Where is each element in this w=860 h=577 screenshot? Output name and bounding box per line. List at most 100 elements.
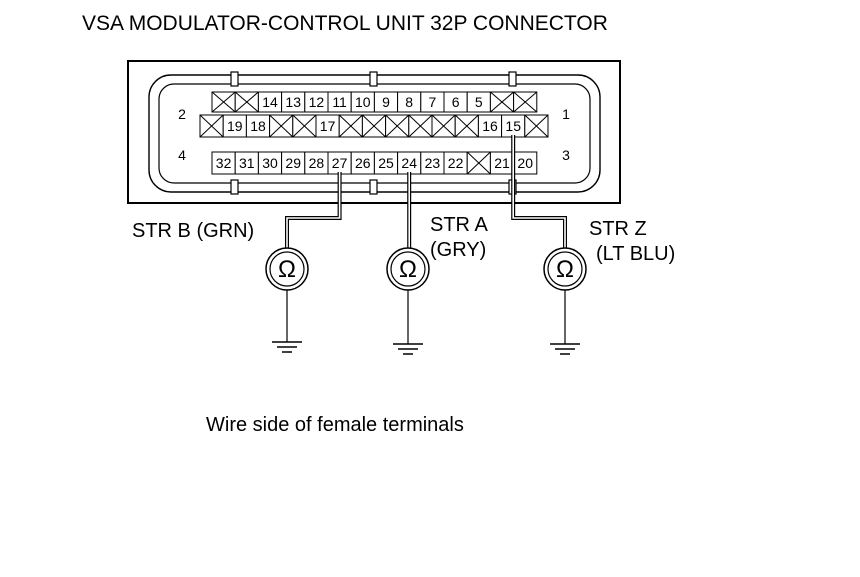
terminal-cavity: 19 bbox=[222, 114, 247, 138]
lock-tab-bottom-center bbox=[369, 179, 378, 195]
empty-cavity-x-icon bbox=[234, 91, 259, 113]
terminal-number: 27 bbox=[332, 155, 348, 171]
side-label-bottom-right: 3 bbox=[562, 147, 570, 163]
empty-cavity bbox=[211, 91, 236, 113]
terminal-cavity: 16 bbox=[477, 114, 503, 138]
lock-tab-top-right bbox=[508, 71, 517, 87]
ohmmeter-icon: Ω bbox=[265, 247, 309, 291]
probe-label-str-a-color: (GRY) bbox=[430, 239, 486, 261]
terminal-number: 10 bbox=[355, 94, 371, 110]
empty-cavity-x-icon bbox=[490, 91, 514, 113]
empty-cavity-x-icon bbox=[269, 114, 294, 138]
empty-cavity bbox=[199, 114, 224, 138]
side-label-top-left: 2 bbox=[178, 106, 186, 122]
empty-cavity-x-icon bbox=[524, 114, 549, 138]
terminal-number: 19 bbox=[227, 118, 243, 134]
ground-icon bbox=[393, 343, 423, 355]
empty-cavity bbox=[431, 114, 456, 138]
caption: Wire side of female terminals bbox=[206, 414, 464, 436]
terminal-cavity: 23 bbox=[420, 151, 445, 175]
terminal-cavity: 13 bbox=[281, 91, 306, 113]
terminal-number: 31 bbox=[239, 155, 255, 171]
empty-cavity-x-icon bbox=[513, 91, 538, 113]
terminal-cavity: 11 bbox=[327, 91, 352, 113]
terminal-cavity: 25 bbox=[373, 151, 399, 175]
ohmmeter-icon: Ω bbox=[543, 247, 587, 291]
probe-label-str-b: STR B (GRN) bbox=[132, 220, 254, 242]
terminal-number: 5 bbox=[475, 94, 483, 110]
terminal-number: 30 bbox=[262, 155, 278, 171]
terminal-cavity: 9 bbox=[373, 91, 399, 113]
terminal-cavity: 15 bbox=[501, 114, 526, 138]
empty-cavity bbox=[513, 91, 538, 113]
terminal-cavity: 6 bbox=[443, 91, 468, 113]
terminal-number: 9 bbox=[382, 94, 390, 110]
terminal-cavity: 22 bbox=[443, 151, 468, 175]
empty-cavity bbox=[269, 114, 294, 138]
diagram-title: VSA MODULATOR-CONTROL UNIT 32P CONNECTOR bbox=[82, 12, 608, 35]
empty-cavity-x-icon bbox=[385, 114, 410, 138]
terminal-number: 13 bbox=[285, 94, 301, 110]
empty-cavity bbox=[385, 114, 410, 138]
terminal-number: 17 bbox=[320, 118, 336, 134]
terminal-number: 15 bbox=[505, 118, 521, 134]
empty-cavity-x-icon bbox=[466, 151, 491, 175]
empty-cavity bbox=[524, 114, 549, 138]
terminal-number: 32 bbox=[216, 155, 232, 171]
ohm-symbol: Ω bbox=[556, 256, 574, 283]
empty-cavity-x-icon bbox=[408, 114, 433, 138]
ohm-symbol: Ω bbox=[399, 256, 417, 283]
empty-cavity-x-icon bbox=[292, 114, 317, 138]
empty-cavity-x-icon bbox=[454, 114, 479, 138]
ohm-symbol: Ω bbox=[278, 256, 296, 283]
terminal-number: 18 bbox=[250, 118, 266, 134]
terminal-number: 23 bbox=[425, 155, 441, 171]
lock-tab-top-left bbox=[230, 71, 239, 87]
probe-label-str-a: STR A bbox=[430, 214, 488, 236]
empty-cavity bbox=[454, 114, 479, 138]
empty-cavity-x-icon bbox=[211, 91, 236, 113]
terminal-cavity: 20 bbox=[513, 151, 538, 175]
terminal-cavity: 7 bbox=[420, 91, 445, 113]
terminal-number: 20 bbox=[517, 155, 533, 171]
probe-label-str-z-color: (LT BLU) bbox=[596, 243, 675, 265]
terminal-cavity: 10 bbox=[350, 91, 375, 113]
empty-cavity-x-icon bbox=[199, 114, 224, 138]
empty-cavity bbox=[489, 91, 515, 113]
empty-cavity-x-icon bbox=[431, 114, 456, 138]
probe-circuit: Ω bbox=[511, 135, 587, 355]
side-label-top-right: 1 bbox=[562, 106, 570, 122]
terminal-cavity: 26 bbox=[350, 151, 375, 175]
lock-tab-top-center bbox=[369, 71, 378, 87]
empty-cavity bbox=[234, 91, 259, 113]
terminal-number: 16 bbox=[482, 118, 498, 134]
empty-cavity-x-icon bbox=[362, 114, 386, 138]
ground-icon bbox=[272, 341, 302, 353]
terminal-number: 14 bbox=[262, 94, 278, 110]
terminal-row-2: 19 18 17 16 15 bbox=[199, 114, 549, 138]
side-label-bottom-left: 4 bbox=[178, 147, 186, 163]
terminal-cavity: 12 bbox=[304, 91, 329, 113]
terminal-number: 26 bbox=[355, 155, 371, 171]
terminal-cavity: 17 bbox=[315, 114, 340, 138]
terminal-cavity: 30 bbox=[257, 151, 283, 175]
terminal-number: 8 bbox=[405, 94, 413, 110]
empty-cavity-x-icon bbox=[338, 114, 363, 138]
terminal-cavity: 32 bbox=[211, 151, 236, 175]
terminal-cavity: 24 bbox=[397, 151, 422, 175]
terminal-number: 7 bbox=[429, 94, 437, 110]
terminal-number: 6 bbox=[452, 94, 460, 110]
empty-cavity bbox=[338, 114, 363, 138]
terminal-number: 25 bbox=[378, 155, 394, 171]
terminal-cavity: 27 bbox=[327, 151, 352, 175]
terminal-number: 22 bbox=[448, 155, 464, 171]
terminal-number: 24 bbox=[401, 155, 417, 171]
probe-circuit: Ω bbox=[265, 172, 342, 353]
ground-icon bbox=[550, 343, 580, 355]
terminal-cavity: 29 bbox=[281, 151, 306, 175]
connector-outer-housing bbox=[127, 60, 621, 204]
terminal-cavity: 18 bbox=[245, 114, 271, 138]
